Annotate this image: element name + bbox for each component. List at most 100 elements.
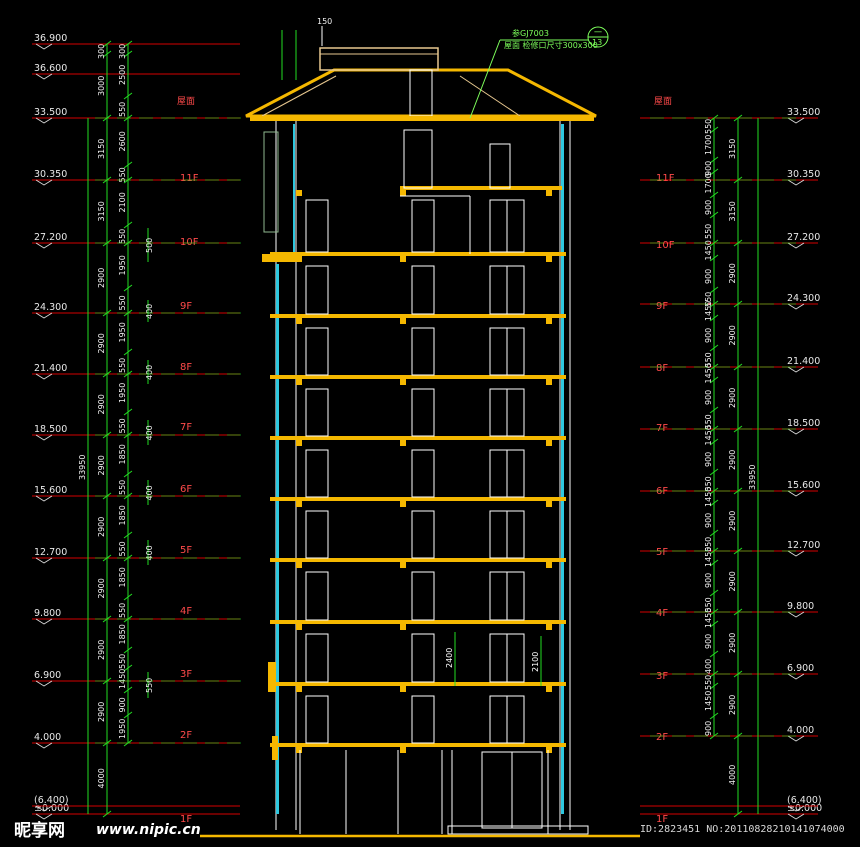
opening-frame — [411, 695, 435, 744]
slab-beam — [400, 318, 406, 324]
right-floor-label: 2F — [656, 732, 668, 743]
left-window-dim-value: 400 — [145, 545, 154, 560]
left-window-dim-value: 500 — [145, 238, 154, 253]
slab-beam — [296, 747, 302, 753]
right-detail-dim-tick — [709, 608, 719, 616]
left-detail-dim-tick — [123, 664, 133, 672]
right-detail-dim-tick — [709, 286, 719, 294]
right-story-dimension-value: 3150 — [728, 201, 737, 221]
right-detail-dimension-value: 400 — [704, 659, 713, 674]
left-detail-dim-tick — [123, 593, 133, 601]
right-story-dimension-value: 4000 — [728, 765, 737, 785]
opening-frame — [305, 449, 329, 498]
opening-frame — [411, 510, 435, 559]
floor-slab — [270, 252, 566, 256]
right-level-marker — [787, 179, 805, 186]
left-story-dim-tick — [102, 40, 112, 48]
left-level-marker — [35, 742, 53, 749]
left-detail-dim-tick — [123, 470, 133, 478]
left-detail-dim-tick — [123, 711, 133, 719]
left-story-dimension-value: 2900 — [97, 640, 106, 660]
left-detail-dimension-value: 1850 — [118, 624, 127, 644]
right-detail-dim-tick — [709, 239, 719, 247]
right-level-marker — [787, 303, 805, 310]
right-level-marker — [787, 366, 805, 373]
balcony-rail — [263, 131, 279, 233]
top-door — [403, 129, 433, 189]
floor-slab — [270, 620, 566, 624]
left-floor-label: 1F — [180, 814, 192, 825]
left-level-marker — [35, 73, 53, 80]
left-elevation-label: 33.500 — [34, 107, 67, 118]
slab-beam — [546, 318, 552, 324]
left-story-dimension-value: 4000 — [97, 768, 106, 788]
right-floor-label: 屋面 — [654, 96, 672, 107]
right-floor-label: 9F — [656, 301, 668, 312]
right-detail-dim-tick — [709, 712, 719, 720]
opening-frame — [411, 265, 435, 315]
slab-beam — [296, 379, 302, 385]
slab-beam — [546, 256, 552, 262]
detail-callout-bottom: 13 — [592, 38, 602, 47]
left-window-dim-value: 400 — [145, 425, 154, 440]
right-floor-label: 8F — [656, 363, 668, 374]
inner-dim-2400: 2400 — [445, 648, 454, 668]
left-detail-dim-tick — [123, 408, 133, 416]
opening-frame — [411, 327, 435, 376]
left-elevation-label: 30.350 — [34, 169, 67, 180]
right-detail-dimension-value: 550 — [704, 414, 713, 429]
opening-frame — [411, 449, 435, 498]
right-detail-dimension-value: 900 — [704, 452, 713, 467]
balcony-slab — [262, 254, 298, 262]
left-elevation-label: ±0.000 — [34, 803, 69, 814]
inner-dimensions: 2400 2100 — [445, 632, 542, 686]
left-detail-dimension-value: 2500 — [118, 65, 127, 85]
left-glass-lower — [276, 264, 279, 814]
left-detail-dimension-value: 550 — [118, 541, 127, 556]
left-detail-dimension-value: 1950 — [118, 383, 127, 403]
right-detail-dimension-value: 550 — [704, 352, 713, 367]
right-detail-dimension-value: 900 — [704, 161, 713, 176]
right-dimension-chains: 3150315029002900290029002900290029002900… — [650, 114, 796, 818]
right-detail-dimension-value: 900 — [704, 634, 713, 649]
slab-beam — [546, 562, 552, 568]
right-floor-label: 1F — [656, 814, 668, 825]
left-elevation-label: 15.600 — [34, 485, 67, 496]
left-detail-dimension-value: 900 — [118, 697, 127, 712]
slab-beam — [400, 440, 406, 446]
opening-frame — [305, 695, 329, 744]
left-total-dimension: 33950 — [78, 455, 87, 480]
right-detail-dimension-value: 900 — [704, 328, 713, 343]
left-floor-label: 10F — [180, 237, 199, 248]
right-detail-dim-tick — [709, 114, 719, 122]
right-detail-dimension-value: 900 — [704, 721, 713, 736]
right-detail-dim-tick — [709, 529, 719, 537]
opening-frame — [411, 571, 435, 621]
right-level-marker — [787, 117, 805, 124]
left-detail-dimension-value: 1950 — [118, 255, 127, 275]
left-glass-upper — [293, 124, 295, 254]
opening-frame — [411, 633, 435, 683]
left-dimension-chains: 3003000315031502900290029002900290029002… — [78, 40, 241, 818]
left-floor-label: 5F — [180, 545, 192, 556]
left-story-dimension-value: 2900 — [97, 455, 106, 475]
left-story-dimension-value: 3150 — [97, 201, 106, 221]
left-story-dimension-value: 2900 — [97, 578, 106, 598]
right-elevation-label: 4.000 — [787, 725, 814, 736]
inner-dim-2100: 2100 — [531, 652, 540, 672]
right-elevation-label: 9.800 — [787, 601, 814, 612]
opening-frame — [305, 327, 329, 376]
right-elevation-label: 27.200 — [787, 232, 820, 243]
right-detail-dim-tick — [709, 425, 719, 433]
right-floor-label: 5F — [656, 547, 668, 558]
right-elevation-label: (6.400) — [787, 795, 822, 806]
right-detail-dim-tick — [709, 559, 719, 567]
roof-slab — [250, 116, 594, 121]
left-window-dim-value: 400 — [145, 304, 154, 319]
left-elevation-label: 21.400 — [34, 363, 67, 374]
left-detail-dim-tick — [123, 221, 133, 229]
right-story-dim-tick — [733, 810, 743, 818]
right-elevation-label: 18.500 — [787, 418, 820, 429]
right-level-marker — [787, 735, 805, 742]
